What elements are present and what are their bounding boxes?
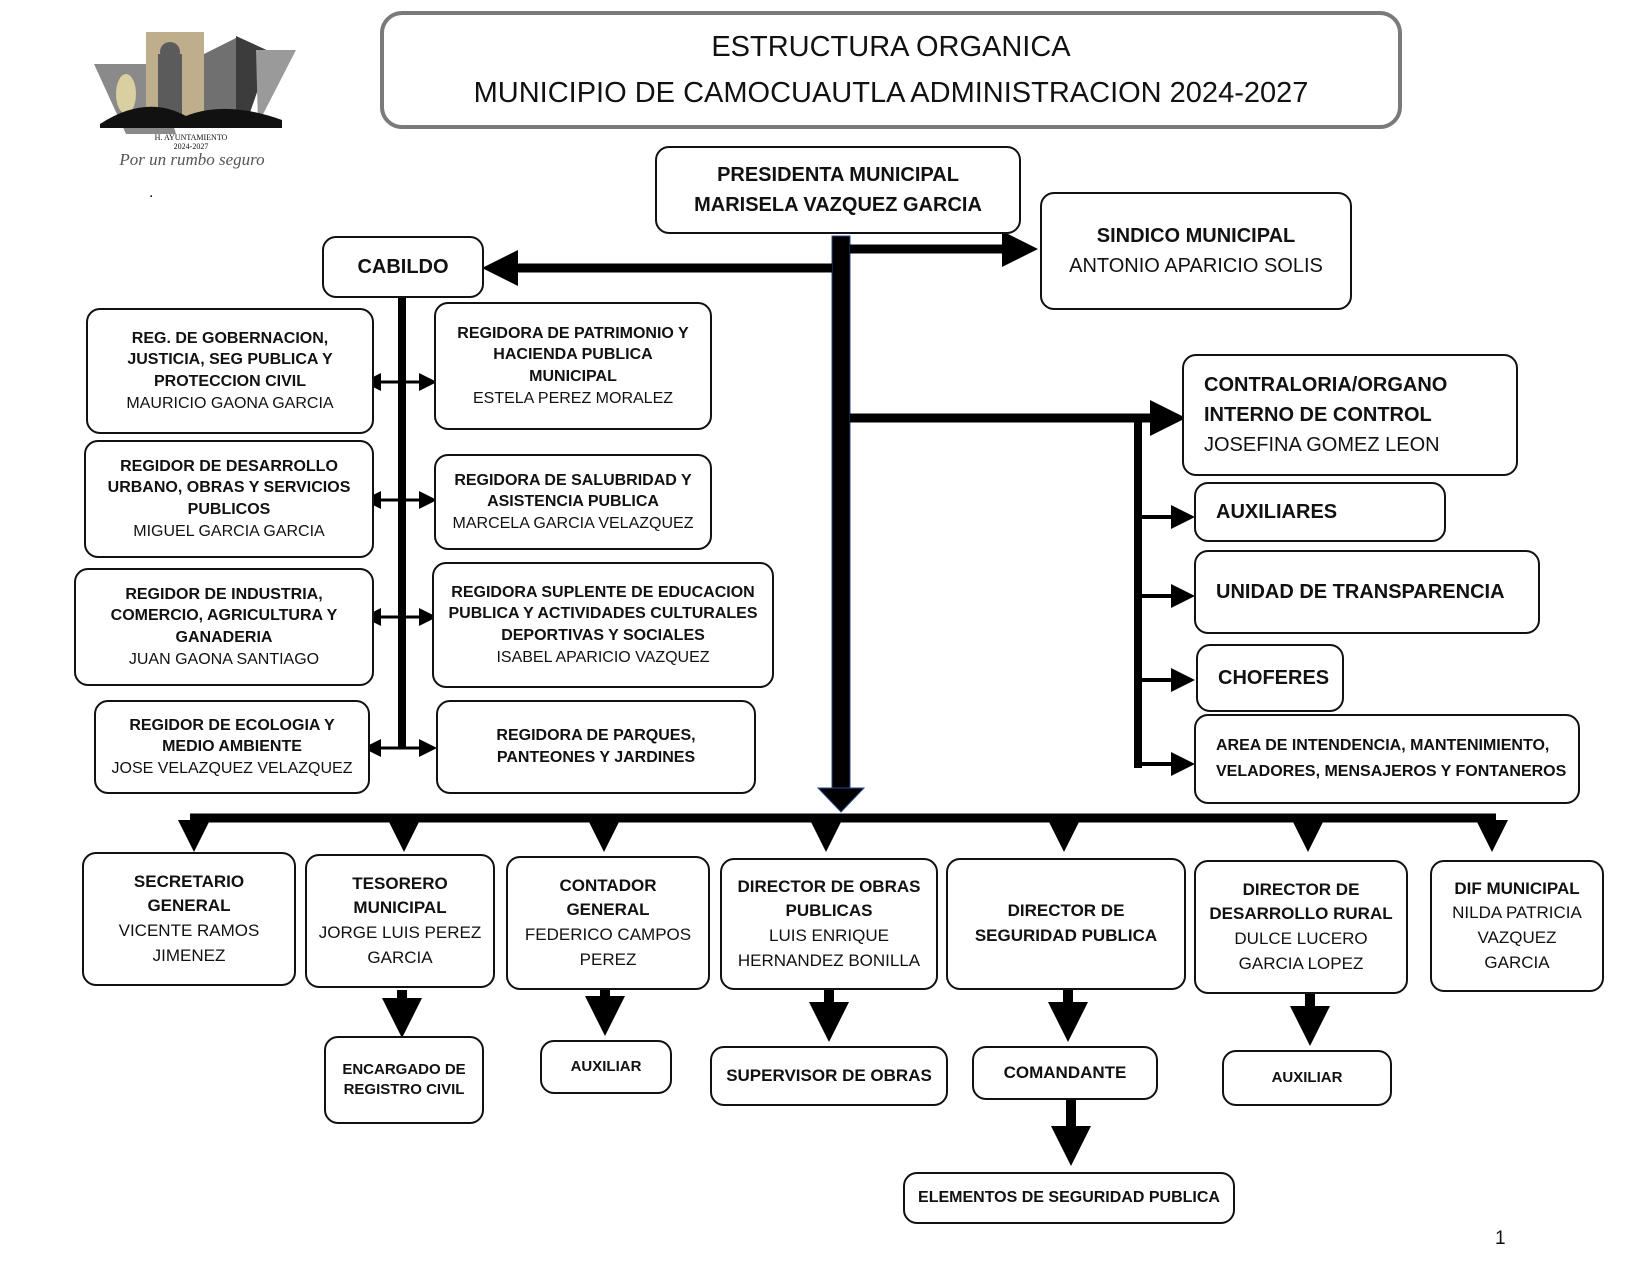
logo-subtitle: H. AYUNTAMIENTO 2024-2027 (154, 133, 228, 151)
unidad-transparencia-box: UNIDAD DE TRANSPARENCIA (1194, 550, 1540, 634)
auxiliar-contador-box: AUXILIAR (540, 1040, 672, 1094)
cabildo-box: CABILDO (322, 236, 484, 298)
comandante-box: COMANDANTE (972, 1046, 1158, 1100)
regidora-parques-box: REGIDORA DE PARQUES, PANTEONES Y JARDINE… (436, 700, 756, 794)
sub-unit-down-arrows (382, 990, 1330, 1166)
choferes-box: CHOFERES (1196, 644, 1344, 712)
contraloria-box: CONTRALORIA/ORGANO INTERNO DE CONTROL JO… (1182, 354, 1518, 476)
secretario-general-box: SECRETARIO GENERAL VICENTE RAMOS JIMENEZ (82, 852, 296, 986)
title-line-1: ESTRUCTURA ORGANICA (711, 30, 1071, 63)
contador-general-box: CONTADOR GENERAL FEDERICO CAMPOS PEREZ (506, 856, 710, 990)
dif-municipal-box: DIF MUNICIPAL NILDA PATRICIA VAZQUEZ GAR… (1430, 860, 1604, 992)
page-title: ESTRUCTURA ORGANICA MUNICIPIO DE CAMOCUA… (380, 11, 1402, 129)
regidora-educacion-box: REGIDORA SUPLENTE DE EDUCACION PUBLICA Y… (432, 562, 774, 688)
title-line-2: MUNICIPIO DE CAMOCUAUTLA ADMINISTRACION … (473, 77, 1309, 109)
regidor-gobernacion-box: REG. DE GOBERNACION, JUSTICIA, SEG PUBLI… (86, 308, 374, 434)
registro-civil-box: ENCARGADO DE REGISTRO CIVIL (324, 1036, 484, 1124)
stray-dot: . (149, 184, 154, 201)
main-trunk-line (831, 235, 851, 789)
auxiliares-box: AUXILIARES (1194, 482, 1446, 542)
elementos-seguridad-box: ELEMENTOS DE SEGURIDAD PUBLICA (903, 1172, 1235, 1224)
regidor-desarrollo-urbano-box: REGIDOR DE DESARROLLO URBANO, OBRAS Y SE… (84, 440, 374, 558)
department-down-arrows (178, 818, 1508, 852)
regidora-salubridad-box: REGIDORA DE SALUBRIDAD Y ASISTENCIA PUBL… (434, 454, 712, 550)
cabildo-regidor-arrows (363, 373, 437, 757)
page-number: 1 (1495, 1228, 1506, 1249)
intendencia-box: AREA DE INTENDENCIA, MANTENIMIENTO, VELA… (1194, 714, 1580, 804)
director-seguridad-publica-box: DIRECTOR DE SEGURIDAD PUBLICA (946, 858, 1186, 990)
presidency-box: PRESIDENTA MUNICIPAL MARISELA VAZQUEZ GA… (655, 146, 1021, 234)
sindico-box: SINDICO MUNICIPAL ANTONIO APARICIO SOLIS (1040, 192, 1352, 310)
regidor-ecologia-box: REGIDOR DE ECOLOGIA Y MEDIO AMBIENTE JOS… (94, 700, 370, 794)
logo-name: CAMOCUAUTLA (113, 112, 269, 133)
regidora-patrimonio-box: REGIDORA DE PATRIMONIO Y HACIENDA PUBLIC… (434, 302, 712, 430)
trunk-arrow-head (816, 787, 866, 813)
municipal-emblem-icon (94, 32, 296, 134)
supervisor-obras-box: SUPERVISOR DE OBRAS (710, 1046, 948, 1106)
director-desarrollo-rural-box: DIRECTOR DE DESARROLLO RURAL DULCE LUCER… (1194, 860, 1408, 994)
tesorero-municipal-box: TESORERO MUNICIPAL JORGE LUIS PEREZ GARC… (305, 854, 495, 988)
director-obras-publicas-box: DIRECTOR DE OBRAS PUBLICAS LUIS ENRIQUE … (720, 858, 938, 990)
auxiliar-rural-box: AUXILIAR (1222, 1050, 1392, 1106)
regidor-industria-box: REGIDOR DE INDUSTRIA, COMERCIO, AGRICULT… (74, 568, 374, 686)
logo-slogan: Por un rumbo seguro (119, 150, 265, 169)
